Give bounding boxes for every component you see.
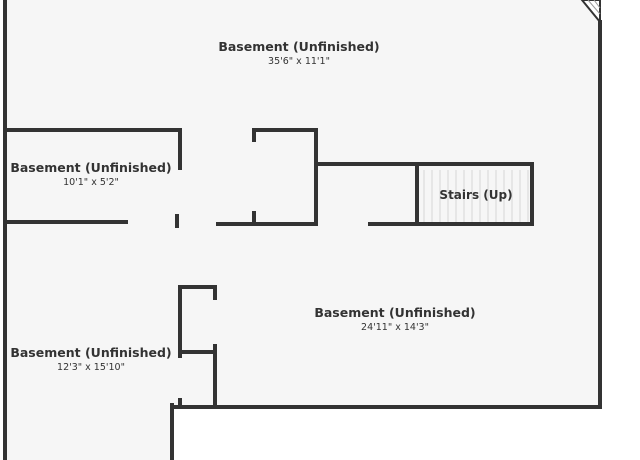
room-label-basement-lower-left: Basement (Unfinished) 12'3" x 15'10" [10, 345, 171, 374]
room-label-basement-main: Basement (Unfinished) 35'6" x 11'1" [218, 39, 379, 68]
room-dimensions: 24'11" x 14'3" [361, 322, 429, 333]
floor-area [4, 0, 600, 460]
walls [3, 0, 602, 460]
room-label-basement-small: Basement (Unfinished) 10'1" x 5'2" [10, 160, 171, 189]
room-name: Basement (Unfinished) [218, 39, 380, 54]
room-dimensions: 35'6" x 11'1" [268, 56, 330, 67]
stair-treads [423, 170, 529, 222]
room-label-basement-center: Basement (Unfinished) 24'11" x 14'3" [314, 305, 475, 334]
room-dimensions: 10'1" x 5'2" [63, 177, 119, 188]
stairs-label: Stairs (Up) [439, 188, 513, 202]
room-name: Basement (Unfinished) [10, 345, 172, 360]
room-name: Basement (Unfinished) [314, 305, 476, 320]
room-name: Basement (Unfinished) [10, 160, 172, 175]
corner-stair-hatch [580, 0, 601, 25]
room-dimensions: 12'3" x 15'10" [57, 362, 125, 373]
